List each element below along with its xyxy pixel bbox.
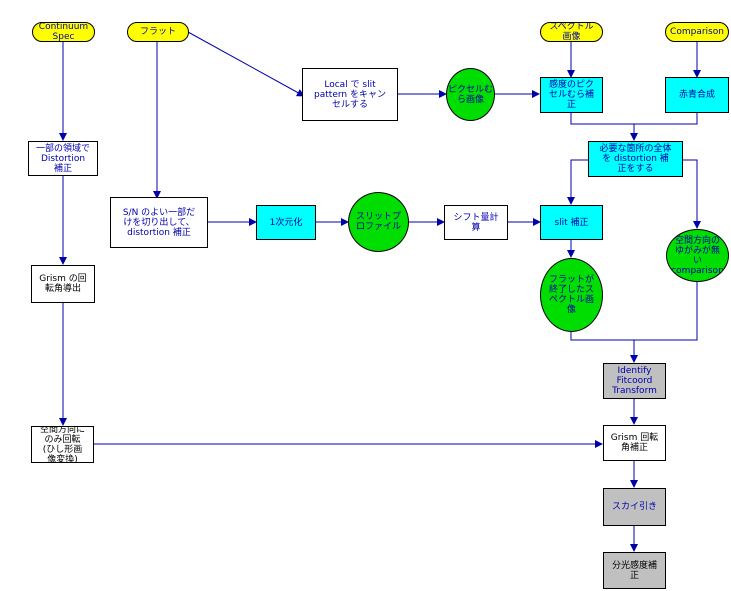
node-shift-calc: シフト量計 算	[444, 205, 508, 240]
node-comparison: Comparison	[665, 22, 729, 42]
arrow-comparison-to-identify	[634, 282, 698, 341]
node-spectrum-image: スペクトル 画像	[540, 22, 603, 42]
node-grism-rotation-correction: Grism 回転 角補正	[603, 425, 666, 461]
arrow-full-distortion-to-comparison	[683, 159, 701, 229]
node-sky-subtraction: スカイ引き	[603, 488, 666, 526]
node-partial-distortion-correction: 一部の領域で Distortion 補正	[28, 141, 98, 176]
node-one-dimensionalize: 1次元化	[256, 205, 316, 240]
node-local-slit-cancel: Local で slit pattern をキャン セルする	[302, 68, 398, 121]
node-identify-fitcoord-transform: Identify Fitcoord Transform	[603, 363, 666, 399]
node-red-blue-combine: 赤青合成	[665, 77, 729, 113]
node-grism-angle-derivation: Grism の回 転角導出	[31, 265, 95, 303]
arrow-sensitivity-to-full-distortion	[570, 113, 638, 141]
node-no-spatial-distortion-comparison: 空間方向の ゆがみが無 い comparison	[666, 229, 729, 282]
arrow-red-blue-to-full-distortion	[634, 113, 698, 125]
arrow-flat-to-local-slit	[187, 31, 305, 97]
node-slit-correction: slit 補正	[540, 205, 603, 240]
node-continuum-spec: Continuum Spec	[32, 22, 95, 42]
node-spectral-sensitivity-correction: 分光感度補 正	[603, 552, 666, 589]
node-sensitivity-pixel-correction: 感度のピク セルむら補 正	[540, 77, 603, 113]
node-spatial-rotation-only: 空間方向に のみ回転 (ひし形画 像変換)	[31, 426, 94, 463]
node-pixel-unevenness-image: ピクセルむ ら画像	[446, 68, 495, 121]
node-flat-done-spectrum: フラットが 終了したス ペクトル画 像	[540, 258, 603, 332]
node-slit-profile: スリットプ ロファイル	[348, 192, 409, 252]
node-flat: フラット	[127, 22, 189, 42]
node-sn-cut-distortion: S/N のよい一部だ けを切り出して、 distortion 補正	[110, 197, 208, 248]
arrow-flat-done-to-identify	[570, 332, 638, 363]
node-full-distortion-correction: 必要な箇所の全体 を distortion 補 正をする	[588, 141, 683, 177]
arrow-full-distortion-to-slit	[567, 159, 588, 205]
